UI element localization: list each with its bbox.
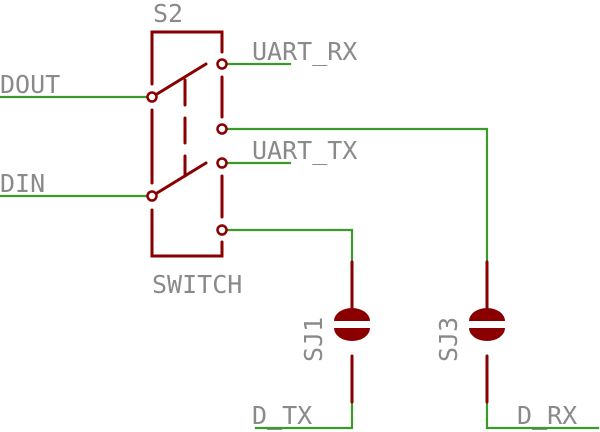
net-label-uart-tx: UART_TX [252, 136, 357, 165]
switch-frame-top [150, 30, 224, 86]
sj3-pad-top [469, 308, 505, 321]
net-label-uart-rx: UART_RX [252, 37, 357, 66]
net-label-d-tx: D_TX [252, 401, 312, 430]
switch-s2 [146, 30, 228, 258]
sj1-pad-top [334, 308, 370, 321]
switch-lever-lower [155, 161, 208, 195]
solder-jumper-sj3 [469, 260, 505, 404]
net-label-d-rx: D_RX [517, 401, 577, 430]
switch-refdes-label: S2 [153, 0, 183, 28]
net-label-dout: DOUT [0, 70, 60, 99]
net-label-din: DIN [0, 169, 45, 198]
pin-dout [146, 91, 158, 103]
switch-lever-upper [155, 62, 208, 96]
sj1-pad-bottom [334, 328, 370, 341]
solder-jumper-sj1 [334, 260, 370, 404]
sj3-pad-bottom [469, 328, 505, 341]
pin-uart-rx [216, 58, 228, 70]
wire-to-sj3 [220, 127, 489, 310]
pin-d-rx [216, 123, 228, 135]
wires [0, 62, 600, 430]
pin-uart-tx [216, 157, 228, 169]
switch-value-label: SWITCH [152, 270, 242, 299]
jumper-label-sj3: SJ3 [434, 317, 463, 362]
pin-din [146, 190, 158, 202]
switch-frame-bottom [150, 208, 224, 258]
labels: S2 SWITCH DOUT DIN UART_RX UART_TX D_TX … [0, 0, 577, 430]
jumper-label-sj1: SJ1 [299, 317, 328, 362]
pin-d-tx [216, 224, 228, 236]
